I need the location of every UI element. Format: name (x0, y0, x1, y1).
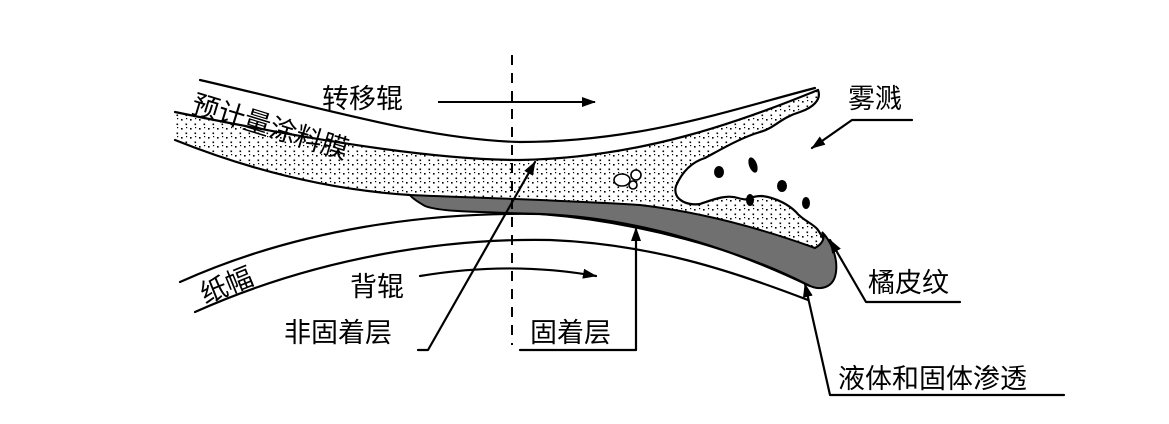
transfer-roll-outer (198, 78, 817, 144)
label-misting: 雾溅 (848, 84, 902, 115)
transfer-roll-surface (173, 88, 820, 162)
label-fixed-layer: 固着层 (530, 318, 611, 349)
air-bubble (630, 169, 642, 181)
backing-roll-direction-arrow (418, 267, 598, 279)
penetration-leader (802, 282, 1066, 397)
coating-film (175, 90, 830, 262)
label-transfer-roll: 转移辊 (322, 84, 403, 115)
fixed-layer-leader (518, 226, 641, 352)
fixed-layer (408, 193, 838, 289)
misting-leader (810, 118, 914, 150)
label-paper-web: 纸幅 (196, 262, 258, 311)
label-orange-peel: 橘皮纹 (868, 268, 949, 299)
coating-film-lower-edge (173, 138, 412, 197)
paper-web-top (178, 212, 812, 288)
mist-droplet (802, 197, 810, 209)
mist-droplet (746, 194, 754, 206)
label-liquid-solid-penetration: 液体和固体渗透 (838, 364, 1027, 395)
orange-peel-leader (828, 238, 962, 304)
label-backing-roll: 背辊 (350, 272, 404, 303)
mist-droplet (714, 166, 724, 178)
non-fixed-layer-leader (416, 160, 537, 352)
mist-droplet (748, 157, 758, 173)
paper-web-bottom (193, 238, 810, 314)
air-bubble (613, 173, 631, 187)
mist-droplet (777, 180, 787, 192)
air-bubble (628, 180, 638, 190)
label-non-fixed-layer: 非固着层 (284, 318, 392, 349)
misting-outline (674, 88, 832, 252)
